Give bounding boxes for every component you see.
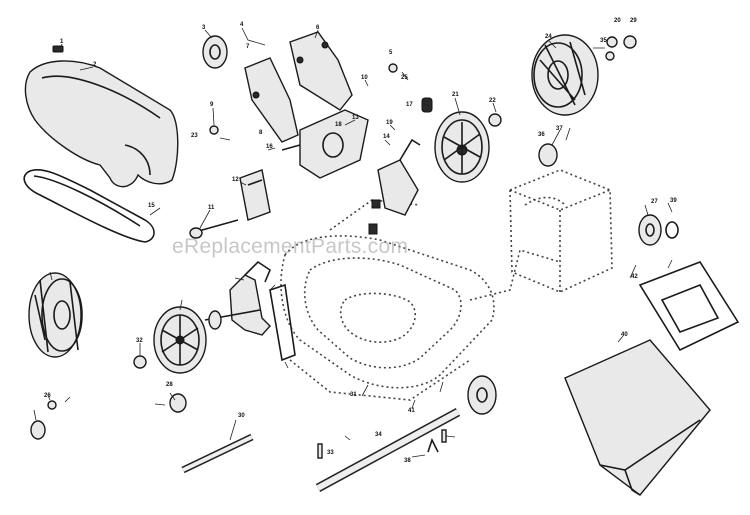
callout-38: 38: [404, 458, 411, 464]
callout-2: 2: [93, 62, 97, 68]
callout-35: 35: [600, 38, 607, 44]
callout-27: 27: [651, 199, 658, 205]
callout-15: 15: [148, 203, 155, 209]
callout-3: 3: [202, 25, 206, 31]
callout-4: 4: [240, 22, 244, 28]
bracket-12: [239, 169, 271, 221]
washer-23: [488, 113, 502, 127]
callout-19: 19: [386, 120, 393, 126]
drive-belt: [23, 168, 155, 243]
screw-5: [388, 63, 398, 73]
engine-outline: [509, 169, 613, 293]
cap-29: [30, 420, 46, 440]
callout-40: 40: [621, 332, 628, 338]
callout-23: 23: [191, 133, 198, 139]
rear-wheel-right: [531, 34, 599, 116]
gear-3: [202, 35, 228, 69]
callout-21: 21: [452, 92, 459, 98]
callout-8: 8: [259, 130, 263, 136]
callout-39: 39: [670, 198, 677, 204]
pin-32: [441, 429, 447, 443]
clip-38: [427, 437, 439, 453]
callout-30: 30: [238, 413, 245, 419]
callout-11: 11: [208, 205, 215, 211]
small-parts-top-right: [605, 35, 637, 61]
pinion-gear-36: [538, 143, 558, 167]
callout-34: 34: [375, 432, 382, 438]
wheel-37: [638, 214, 679, 246]
discharge-cover: [24, 60, 179, 188]
axle-rod: [315, 408, 461, 492]
leader-lines: [33, 27, 673, 458]
callout-5: 5: [389, 50, 393, 56]
callout-18: 18: [335, 122, 342, 128]
callout-6: 6: [316, 25, 320, 31]
mounting-plate-6: [289, 31, 353, 111]
callout-22: 22: [489, 98, 496, 104]
callout-16: 16: [266, 144, 273, 150]
callout-26: 26: [44, 393, 51, 399]
spring-36: [368, 223, 378, 235]
grass-bag-frame: [638, 261, 740, 352]
mounting-plate-7: [244, 57, 299, 143]
watermark-text: eReplacementParts.com: [172, 235, 408, 258]
callout-9: 9: [210, 102, 214, 108]
callout-33: 33: [327, 450, 334, 456]
washer-33: [133, 355, 147, 369]
mower-deck-outline: [280, 199, 561, 401]
callout-13: 13: [352, 115, 359, 121]
pin-33: [317, 443, 323, 459]
callout-labels: 1 2 3 4 5 6 7 8 9 10 11 12 13 14 15 16 1…: [44, 18, 677, 464]
callout-29: 29: [630, 18, 637, 24]
height-adjuster-left: [204, 260, 271, 336]
transmission: [281, 109, 369, 179]
nut-9: [209, 125, 219, 135]
callout-31: 31: [350, 392, 357, 398]
rear-wheel-left: [28, 272, 83, 358]
rod-30: [181, 433, 254, 474]
wheel-spoked-left: [153, 306, 207, 374]
side-bracket: [269, 283, 296, 362]
callout-24: 24: [545, 34, 552, 40]
callout-7: 7: [246, 44, 250, 50]
callout-41: 41: [408, 408, 415, 414]
wheel-bushing-43: [467, 375, 497, 415]
callout-1: 1: [60, 39, 64, 45]
bolt-11: [189, 219, 239, 239]
callout-42: 42: [631, 274, 638, 280]
callout-28: 28: [166, 382, 173, 388]
wheel-spoked-right: [434, 111, 490, 183]
callout-10: 10: [361, 75, 368, 81]
callout-14: 14: [383, 134, 390, 140]
clip-26: [47, 400, 57, 410]
cover-clip: [52, 45, 64, 53]
callout-20: 20: [614, 18, 621, 24]
callout-25: 25: [401, 75, 408, 81]
callout-12: 12: [232, 177, 239, 183]
callout-37: 37: [556, 126, 563, 132]
adjust-lever-14: [371, 138, 421, 216]
callout-36: 36: [538, 132, 545, 138]
grass-bag: [564, 339, 711, 496]
callout-17: 17: [406, 102, 413, 108]
callout-32: 32: [136, 338, 143, 344]
